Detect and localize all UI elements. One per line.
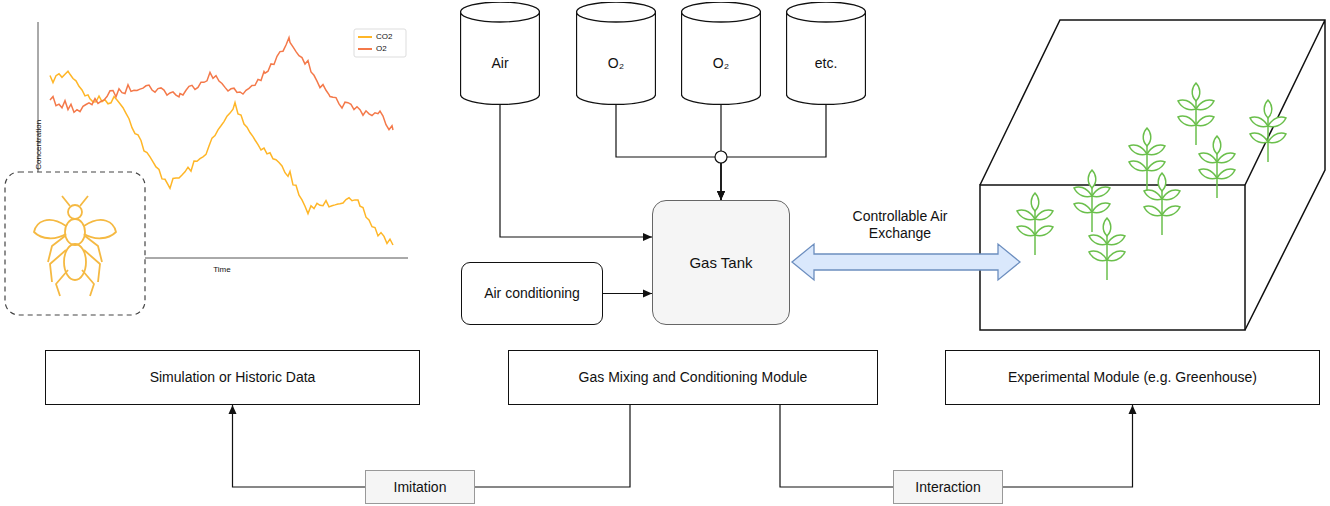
relation-tag: Imitation [365,470,475,504]
legend-text: CO2 [376,32,392,42]
connector [616,105,721,200]
module-box: Gas Mixing and Conditioning Module [508,350,878,405]
node-text: etc. [815,55,838,72]
junction-dot [715,151,727,163]
insect-frame [5,172,145,315]
gas-cylinder: O₂ [681,2,761,105]
cylinder-outline [576,2,656,105]
o2-series [50,38,393,130]
node-text: Air [491,55,508,72]
relation-tag: Interaction [893,470,1003,504]
greenhouse-box [980,20,1325,330]
connector [780,405,893,487]
node-text: O₂ [713,55,729,72]
legend-frame [354,29,406,57]
gas-tank: Gas Tank [652,200,790,325]
legend-text: O2 [376,44,387,54]
node-text: Simulation or Historic Data [150,369,316,386]
connector [500,105,652,237]
gas-cylinder: Air [460,2,540,105]
node-text: Gas Tank [689,254,752,272]
module-box: Simulation or Historic Data [45,350,420,405]
legend-row: O2 [358,44,387,54]
insect-icon [34,196,116,296]
connector [1003,405,1133,487]
connector [475,405,630,487]
node-text: Experimental Module (e.g. Greenhouse) [1008,369,1257,386]
node-text: Air conditioning [484,285,580,302]
cylinder-outline [786,2,866,105]
air-exchange-arrow [792,244,1020,280]
legend-line-sample [358,36,372,38]
connector [233,405,366,487]
node-text: Imitation [394,479,447,496]
node-text: O₂ [608,55,624,72]
cylinder-outline [681,2,761,105]
axis-title: Concentration [34,110,44,180]
module-box: Experimental Module (e.g. Greenhouse) [945,350,1320,405]
arrow-label: Controllable Air Exchange [830,208,970,242]
node-text: Interaction [915,479,980,496]
node-text: Gas Mixing and Conditioning Module [579,369,808,386]
legend-row: CO2 [358,32,392,42]
process-box: Air conditioning [461,262,603,325]
connector [721,105,826,200]
gas-cylinder: etc. [786,2,866,105]
gas-cylinder: O₂ [576,2,656,105]
cylinder-outline [460,2,540,105]
connector [603,293,652,294]
axis-title: Time [200,265,244,275]
legend-line-sample [358,48,372,50]
